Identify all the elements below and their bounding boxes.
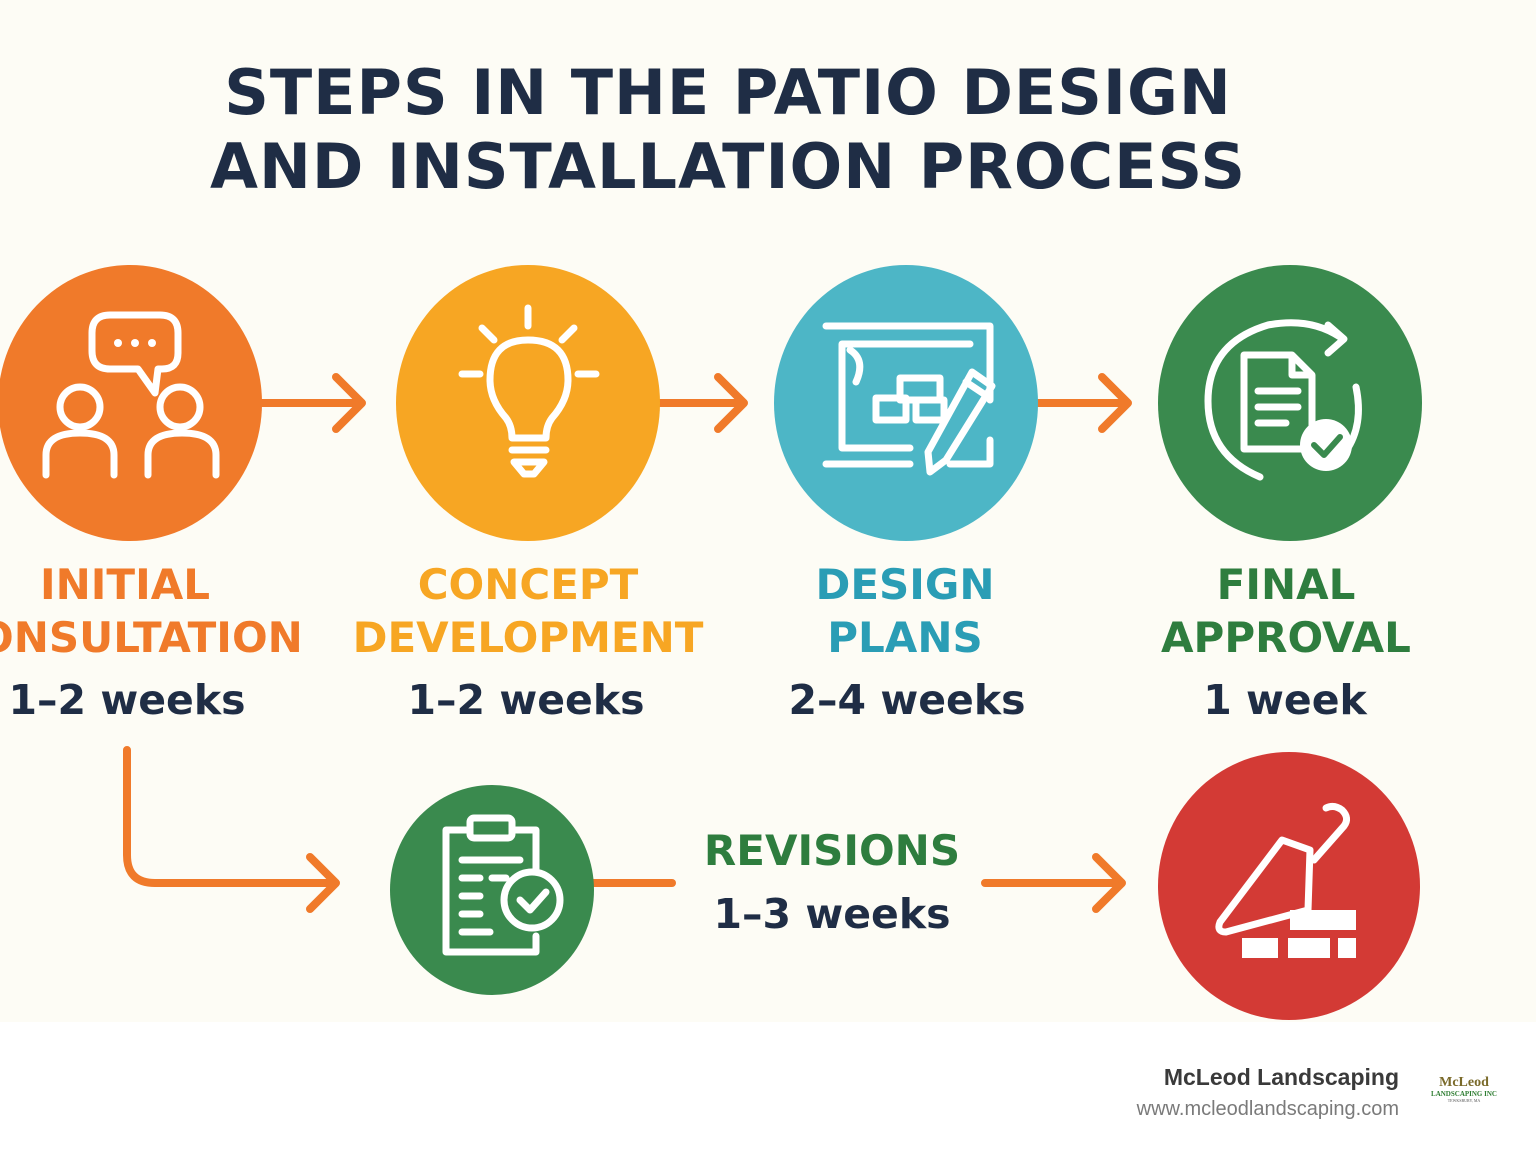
arrow-to-revisions [123, 746, 340, 913]
arrow-2-3 [654, 373, 748, 433]
company-logo: McLeod LANDSCAPING INC TEWKSBURY, MA [1430, 1075, 1498, 1104]
step-duration-consultation: 1–2 weeks [8, 676, 246, 724]
footer-company: McLeod Landscaping [1163, 1064, 1399, 1090]
step-circle-approval [1158, 265, 1422, 541]
document-check-cycle-icon [1204, 319, 1362, 481]
revisions-duration: 1–3 weeks [713, 890, 951, 938]
title-line-1: STEPS IN THE PATIO DESIGN [224, 56, 1232, 129]
step-label-line: CONCEPT [417, 560, 639, 609]
step-label-line: INITIAL [40, 560, 210, 609]
step-circle-consultation [0, 265, 262, 541]
logo-line: TEWKSBURY, MA [1447, 1098, 1481, 1103]
step-label-line: APPROVAL [1161, 613, 1411, 662]
page-title: STEPS IN THE PATIO DESIGN AND INSTALLATI… [0, 56, 1456, 204]
trowel-bricks-icon [1215, 802, 1356, 958]
arrow-1-2 [256, 373, 366, 433]
step-label-line: PLANS [827, 613, 983, 662]
logo-line: LANDSCAPING INC [1431, 1090, 1497, 1098]
step-label-line: CONSULTATION [0, 613, 303, 662]
blueprint-pencil-icon [822, 322, 996, 476]
step-label-line: DEVELOPMENT [352, 613, 704, 662]
step-duration-concept: 1–2 weeks [407, 676, 645, 724]
revisions-label: REVISIONS [703, 826, 961, 875]
arrow-3-4 [1032, 373, 1132, 433]
clipboard-check-icon [442, 814, 564, 956]
step-label-line: DESIGN [815, 560, 995, 609]
step-label-approval: FINAL APPROVAL [1076, 558, 1496, 664]
lightbulb-icon [458, 304, 600, 478]
step-duration-approval: 1 week [1203, 676, 1367, 724]
title-line-2: AND INSTALLATION PROCESS [210, 130, 1246, 203]
step-label-line: FINAL [1216, 560, 1356, 609]
step-label-concept: CONCEPT DEVELOPMENT [318, 558, 738, 664]
step-label-consultation: INITIAL CONSULTATION [0, 558, 340, 664]
arrow-to-install [981, 853, 1126, 913]
step-label-design: DESIGN PLANS [695, 558, 1115, 664]
logo-line: McLeod [1439, 1075, 1489, 1090]
people-chat-icon [42, 311, 220, 479]
footer-url[interactable]: www.mcleodlandscaping.com [1136, 1098, 1399, 1120]
step-duration-design: 2–4 weeks [788, 676, 1026, 724]
installation-circle [1158, 752, 1420, 1020]
